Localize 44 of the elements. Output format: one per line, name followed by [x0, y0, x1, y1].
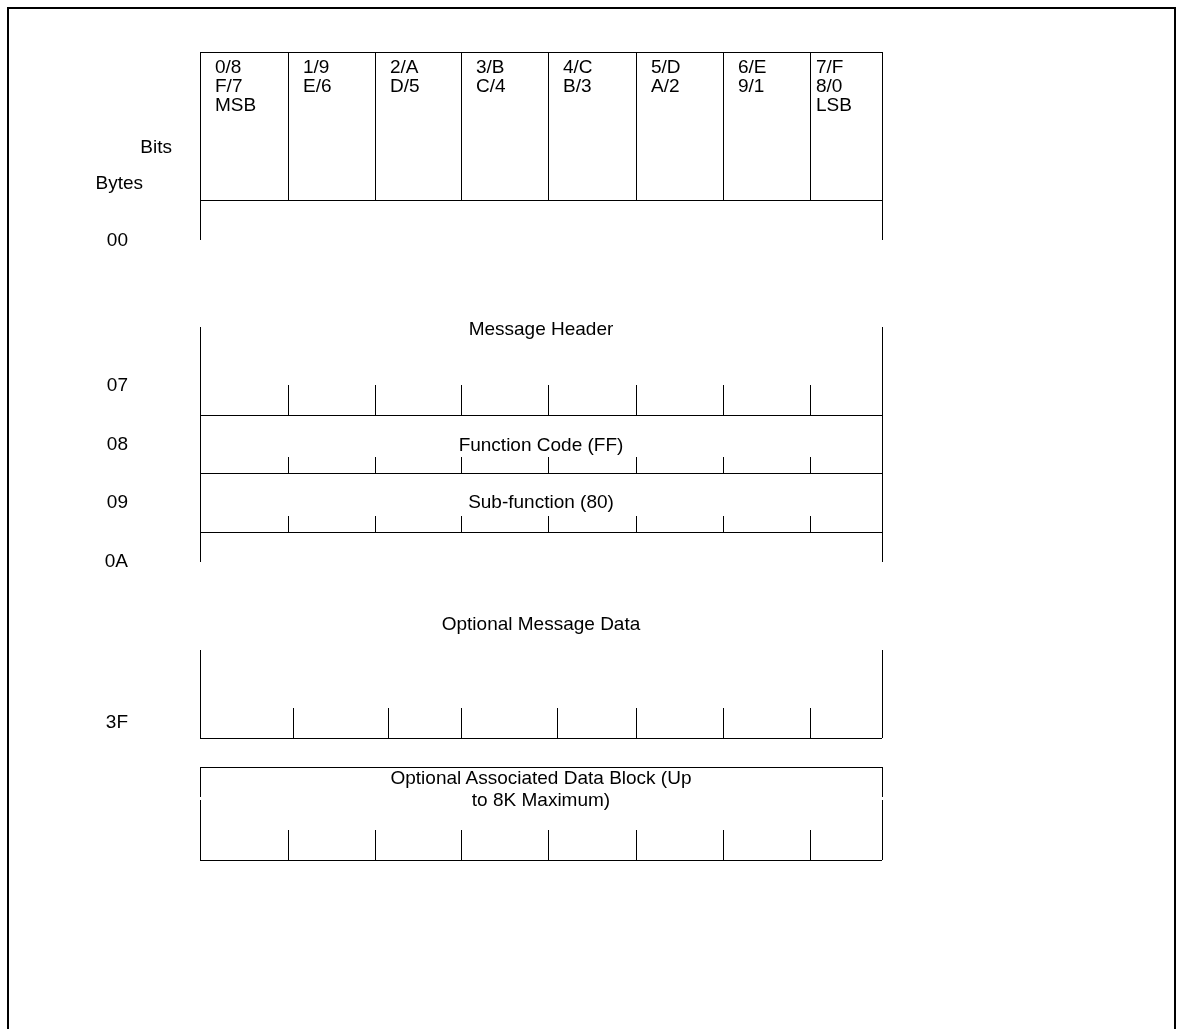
bit-label: 7/F — [816, 57, 845, 76]
bit-label: 9/1 — [738, 76, 766, 95]
byte-offset: 00 — [106, 229, 128, 251]
bit-cell — [636, 52, 723, 201]
bit-label: 6/E — [738, 57, 768, 76]
bit-label: 2/A — [390, 57, 420, 76]
field-label: Function Code (FF) — [457, 434, 625, 456]
field-box — [200, 473, 883, 533]
field-box — [200, 200, 883, 416]
field-box — [200, 415, 883, 474]
bit-label: 0/8 — [215, 57, 243, 76]
bit-cell — [288, 52, 375, 201]
bit-cell — [810, 52, 883, 201]
byte-offset: 09 — [106, 491, 128, 513]
field-label: Sub-function (80) — [467, 491, 615, 513]
bytes-heading: Bytes — [95, 172, 143, 194]
bit-label: MSB — [215, 95, 258, 114]
bits-heading: Bits — [140, 136, 172, 158]
byte-offset: 08 — [106, 433, 128, 455]
bit-label: E/6 — [303, 76, 333, 95]
bit-cell — [375, 52, 461, 201]
field-label: Optional Message Data — [440, 613, 642, 635]
bit-label: A/2 — [651, 76, 681, 95]
byte-offset: 3F — [105, 711, 128, 733]
bit-cell — [723, 52, 810, 201]
bit-label: C/4 — [476, 76, 507, 95]
field-box — [200, 532, 883, 739]
field-box — [200, 767, 883, 861]
byte-offset: 07 — [106, 374, 128, 396]
bit-label: 4/C — [563, 57, 594, 76]
bit-cell — [200, 52, 288, 201]
bit-label: F/7 — [215, 76, 244, 95]
bit-cell — [461, 52, 548, 201]
bit-label: 5/D — [651, 57, 682, 76]
bit-cell — [548, 52, 636, 201]
bit-label: 3/B — [476, 57, 506, 76]
bit-label: 1/9 — [303, 57, 331, 76]
bit-label: LSB — [816, 95, 853, 114]
bit-label: 8/0 — [816, 76, 844, 95]
bit-label: D/5 — [390, 76, 421, 95]
bit-label: B/3 — [563, 76, 593, 95]
byte-offset: 0A — [104, 550, 128, 572]
field-label: Optional Associated Data Block (Up to 8K Maximum) — [389, 767, 693, 811]
field-label: Message Header — [467, 318, 615, 340]
